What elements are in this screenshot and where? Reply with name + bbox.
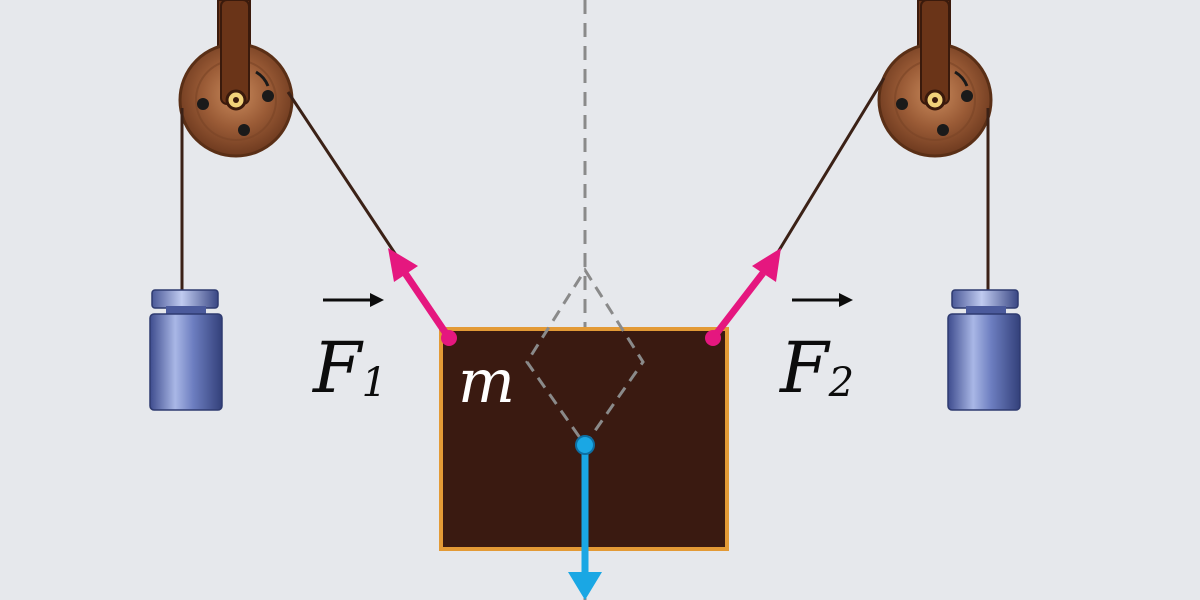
tension-arrow-right — [705, 248, 781, 346]
hanging-mass-icon — [947, 289, 1021, 411]
right-slanted-rope — [773, 77, 886, 258]
right-pulley-assembly — [877, 0, 993, 158]
vector-arrow-icon — [323, 293, 384, 307]
weight-arrow — [568, 435, 602, 600]
left-pulley-assembly — [178, 0, 294, 158]
force-label-f2: F2 — [778, 327, 854, 409]
vector-arrow-icon — [792, 293, 853, 307]
hanging-mass-icon — [149, 289, 223, 411]
left-slanted-rope — [286, 91, 398, 256]
force-label-f1: F1 — [311, 327, 387, 409]
tension-arrow-left — [388, 248, 457, 346]
mass-label: m — [458, 347, 515, 417]
